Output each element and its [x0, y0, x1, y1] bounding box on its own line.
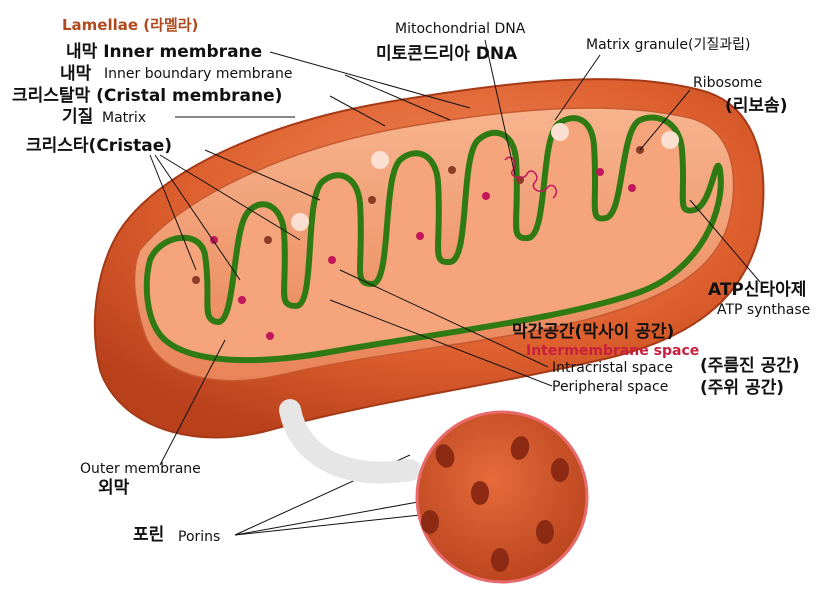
label-porins-ko: 포린 [133, 525, 165, 545]
label-cristal-membrane: 크리스탈막 (Cristal membrane) [12, 86, 283, 106]
label-peripheral-ko: (주위 공간) [700, 378, 785, 398]
label-intracristal-ko: (주름진 공간) [700, 356, 800, 376]
label-inner-boundary-en: Inner boundary membrane [104, 66, 293, 82]
label-peripheral-en: Peripheral space [552, 379, 669, 395]
label-matrix-en: Matrix [102, 110, 147, 126]
label-outer-membrane-en: Outer membrane [80, 461, 201, 477]
label-intermembrane-ko: 막간공간(막사이 공간) [512, 322, 675, 342]
label-inner-boundary-ko: 내막 [60, 64, 92, 84]
label-matrix-ko: 기질 [62, 107, 94, 127]
label-intracristal-en: Intracristal space [552, 360, 673, 376]
leader-lines [149, 39, 761, 536]
label-lamellae: Lamellae (라멜라) [62, 16, 199, 34]
label-cristae: 크리스타(Cristae) [26, 136, 173, 156]
label-atp-synthase-en: ATP synthase [717, 302, 811, 318]
porin-zoom-circle [415, 410, 589, 584]
label-intermembrane-en: Intermembrane space [526, 343, 700, 359]
label-inner-membrane: 내막 Inner membrane [66, 42, 263, 62]
zoom-arrow [279, 399, 421, 484]
cristae-folds [143, 114, 724, 364]
label-ribosome-ko: (리보솜) [725, 96, 788, 116]
mito-dna-strand [504, 156, 558, 199]
label-matrix-granule: Matrix granule(기질과립) [586, 37, 751, 53]
label-mito-dna-ko: 미토콘드리아 DNA [376, 44, 518, 64]
label-ribosome-en: Ribosome [693, 75, 763, 91]
label-outer-membrane-ko: 외막 [98, 478, 130, 498]
label-atp-synthase-ko: ATP신타아제 [708, 280, 807, 300]
label-mito-dna-en: Mitochondrial DNA [395, 21, 526, 37]
label-porins-en: Porins [178, 529, 221, 545]
